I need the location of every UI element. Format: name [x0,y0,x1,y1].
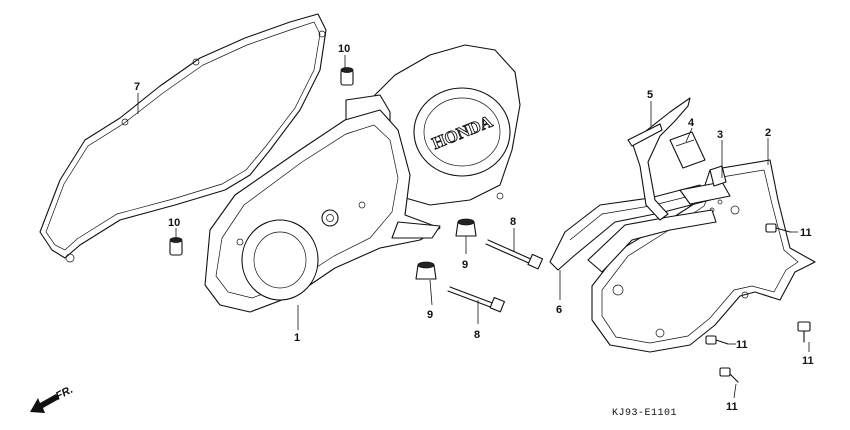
front-direction-label: FR. [54,384,75,403]
gasket-7 [39,13,327,263]
bolt-8-upper [485,239,544,270]
callout-11-c: 11 [802,355,814,367]
callout-3: 3 [717,129,723,141]
plate-4 [669,131,706,169]
bracket-5 [627,97,691,221]
bolt-8-lower [447,286,505,313]
crankcase-cover-1 [204,44,521,313]
callout-6: 6 [556,304,562,316]
guide-3 [679,165,731,205]
callout-10-upper: 10 [338,43,350,55]
callout-7: 7 [134,81,140,93]
callout-9-lower: 9 [427,309,433,321]
collar-10-top [340,67,354,86]
diagram-code: KJ93-E1101 [612,408,677,419]
screw-11-d [719,367,739,383]
front-direction-arrow-icon [30,394,59,413]
callout-11-d: 11 [726,401,738,413]
callout-11-a: 11 [800,227,812,239]
screw-11-a [765,223,791,233]
callout-8-lower: 8 [474,329,480,341]
grommet-9-lower [415,261,437,280]
callout-2: 2 [765,127,771,139]
callout-8-upper: 8 [510,216,516,228]
callout-1: 1 [294,332,300,344]
screw-11-c [797,321,811,343]
screw-11-b [705,335,729,345]
grommet-9-upper [455,218,477,237]
callout-4: 4 [688,117,695,129]
leader-lines [137,55,810,399]
callout-11-b: 11 [736,339,748,351]
callout-5: 5 [647,89,653,101]
callout-9-upper: 9 [462,259,468,271]
collar-10-bottom [169,237,183,256]
callout-10-lower: 10 [168,217,180,229]
